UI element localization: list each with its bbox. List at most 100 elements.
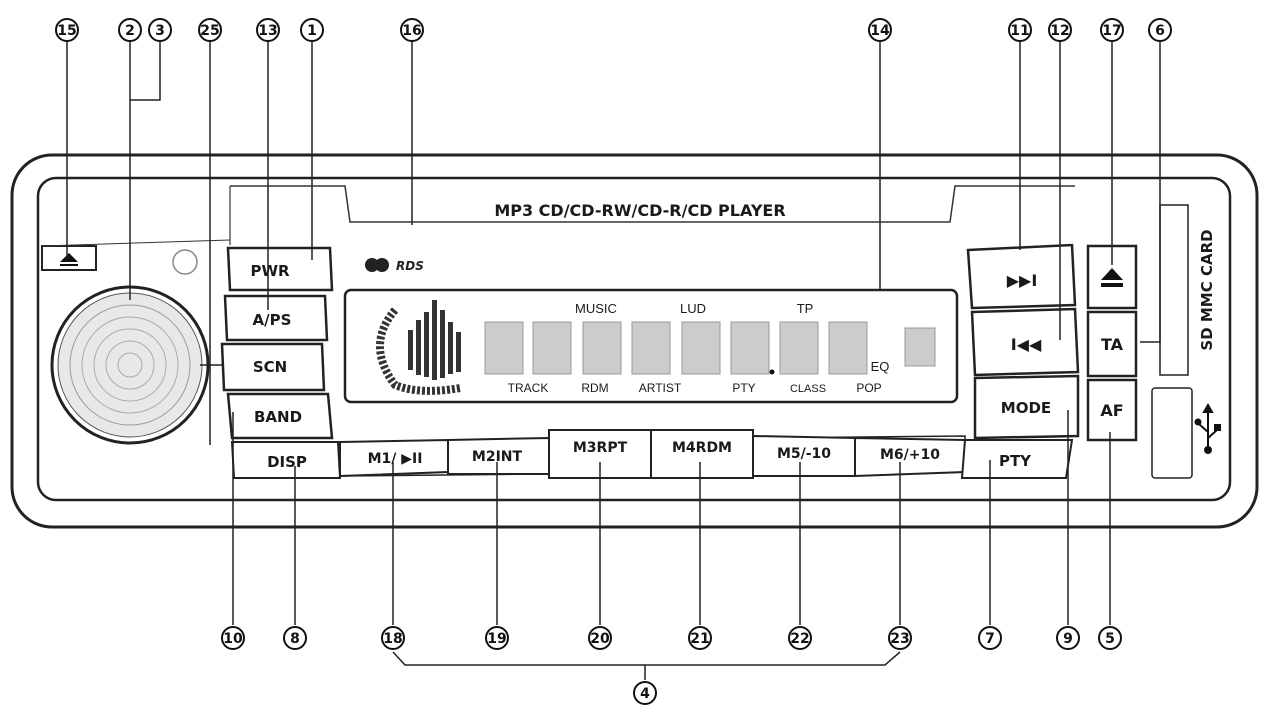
callout-13: 13 <box>256 18 280 42</box>
svg-text:15: 15 <box>57 23 76 39</box>
callout-20: 20 <box>588 626 612 650</box>
svg-text:PWR: PWR <box>250 262 290 280</box>
svg-text:5: 5 <box>1105 631 1115 647</box>
callout-8: 8 <box>283 626 307 650</box>
sd-card-label: SD MMC CARD <box>1198 229 1216 350</box>
pty-button[interactable]: PTY <box>960 439 1074 479</box>
svg-text:M5/-10: M5/-10 <box>777 446 831 462</box>
spectrum-arc <box>376 307 461 395</box>
svg-text:13: 13 <box>258 23 277 39</box>
callout-14: 14 <box>868 18 892 42</box>
callout-17: 17 <box>1100 18 1124 42</box>
band-button[interactable]: BAND <box>226 392 334 440</box>
svg-text:9: 9 <box>1063 631 1073 647</box>
svg-text:16: 16 <box>402 23 421 39</box>
svg-text:LUD: LUD <box>680 301 706 316</box>
svg-text:BAND: BAND <box>254 408 302 426</box>
svg-text:MUSIC: MUSIC <box>575 301 617 316</box>
callout-1: 1 <box>300 18 324 42</box>
svg-text:17: 17 <box>1102 23 1121 39</box>
lcd-display: MUSIC LUD TP EQ TRACK RDM ARTIST PTY CLA… <box>343 288 959 404</box>
faceplate-inner <box>36 176 1232 502</box>
callout-lines <box>66 42 1161 680</box>
callout-18: 18 <box>381 626 405 650</box>
svg-text:6: 6 <box>1155 23 1165 39</box>
svg-text:M3RPT: M3RPT <box>573 440 628 456</box>
svg-text:3: 3 <box>155 23 165 39</box>
m6-button[interactable]: M6/+10 <box>854 436 966 478</box>
svg-text:▶▶I: ▶▶I <box>1007 271 1038 290</box>
svg-text:SCN: SCN <box>253 358 287 376</box>
m5-button[interactable]: M5/-10 <box>752 434 856 477</box>
m4-button[interactable]: M4RDM <box>650 429 754 479</box>
spectrum-bars <box>408 300 461 380</box>
callout-23: 23 <box>888 626 912 650</box>
svg-text:M6/+10: M6/+10 <box>880 447 940 463</box>
eject-icon <box>1101 268 1123 287</box>
svg-text:4: 4 <box>640 686 650 702</box>
svg-text:M2INT: M2INT <box>472 449 523 465</box>
m1-button[interactable]: M1/ ▶II <box>339 438 449 478</box>
svg-text:M1/ ▶II: M1/ ▶II <box>368 451 423 467</box>
svg-text:I◀◀: I◀◀ <box>1011 335 1042 354</box>
pwr-button[interactable]: PWR <box>226 246 334 292</box>
prev-button[interactable]: I◀◀ <box>970 307 1080 377</box>
callout-15: 15 <box>55 18 79 42</box>
svg-text:EQ: EQ <box>871 359 890 374</box>
m2-button[interactable]: M2INT <box>447 436 550 475</box>
svg-text:11: 11 <box>1010 23 1029 39</box>
svg-text:7: 7 <box>985 631 995 647</box>
svg-text:14: 14 <box>870 23 890 39</box>
eject-icon <box>60 253 78 266</box>
svg-text:20: 20 <box>590 631 610 647</box>
mode-button[interactable]: MODE <box>973 374 1080 440</box>
svg-text:21: 21 <box>690 631 709 647</box>
callout-19: 19 <box>485 626 509 650</box>
callout-4: 4 <box>633 681 657 705</box>
rds-logo: RDS <box>365 258 424 273</box>
scn-button[interactable]: SCN <box>220 342 326 392</box>
svg-text:25: 25 <box>200 23 219 39</box>
ta-button[interactable]: TA <box>1086 310 1138 378</box>
svg-text:M4RDM: M4RDM <box>672 440 732 456</box>
usb-port[interactable] <box>1151 387 1193 479</box>
callout-11: 11 <box>1008 18 1032 42</box>
callout-10: 10 <box>221 626 245 650</box>
svg-text:POP: POP <box>856 381 881 395</box>
svg-text:18: 18 <box>383 631 402 647</box>
callout-6: 6 <box>1148 18 1172 42</box>
svg-text:A/PS: A/PS <box>253 311 292 329</box>
svg-text:12: 12 <box>1050 23 1069 39</box>
svg-text:PTY: PTY <box>999 452 1032 470</box>
volume-knob[interactable] <box>50 285 210 445</box>
svg-text:TP: TP <box>797 301 814 316</box>
svg-text:MODE: MODE <box>1001 399 1051 417</box>
svg-text:RDS: RDS <box>396 259 424 273</box>
segment-digits <box>484 321 936 375</box>
eject-small-button[interactable] <box>41 245 97 271</box>
callout-12: 12 <box>1048 18 1072 42</box>
callout-3: 3 <box>148 18 172 42</box>
sd-card-slot[interactable] <box>1159 204 1189 376</box>
svg-text:TA: TA <box>1101 335 1124 354</box>
svg-text:RDM: RDM <box>581 381 608 395</box>
svg-text:19: 19 <box>487 631 506 647</box>
svg-text:PTY: PTY <box>732 381 755 395</box>
svg-text:8: 8 <box>290 631 300 647</box>
callouts: 15 2 3 25 13 1 16 14 11 12 17 6 10 8 18 … <box>55 18 1172 705</box>
ir-sensor <box>172 249 198 275</box>
callout-21: 21 <box>688 626 712 650</box>
callout-22: 22 <box>788 626 812 650</box>
disp-button[interactable]: DISP <box>230 441 342 479</box>
next-button[interactable]: ▶▶I <box>966 243 1077 310</box>
top-strip <box>230 185 1075 223</box>
callout-9: 9 <box>1056 626 1080 650</box>
callout-16: 16 <box>400 18 424 42</box>
aps-button[interactable]: A/PS <box>223 294 329 342</box>
af-button[interactable]: AF <box>1086 378 1138 442</box>
player-title: MP3 CD/CD-RW/CD-R/CD PLAYER <box>494 201 785 220</box>
svg-text:1: 1 <box>307 23 317 39</box>
callout-2: 2 <box>118 18 142 42</box>
svg-text:DISP: DISP <box>267 453 307 471</box>
